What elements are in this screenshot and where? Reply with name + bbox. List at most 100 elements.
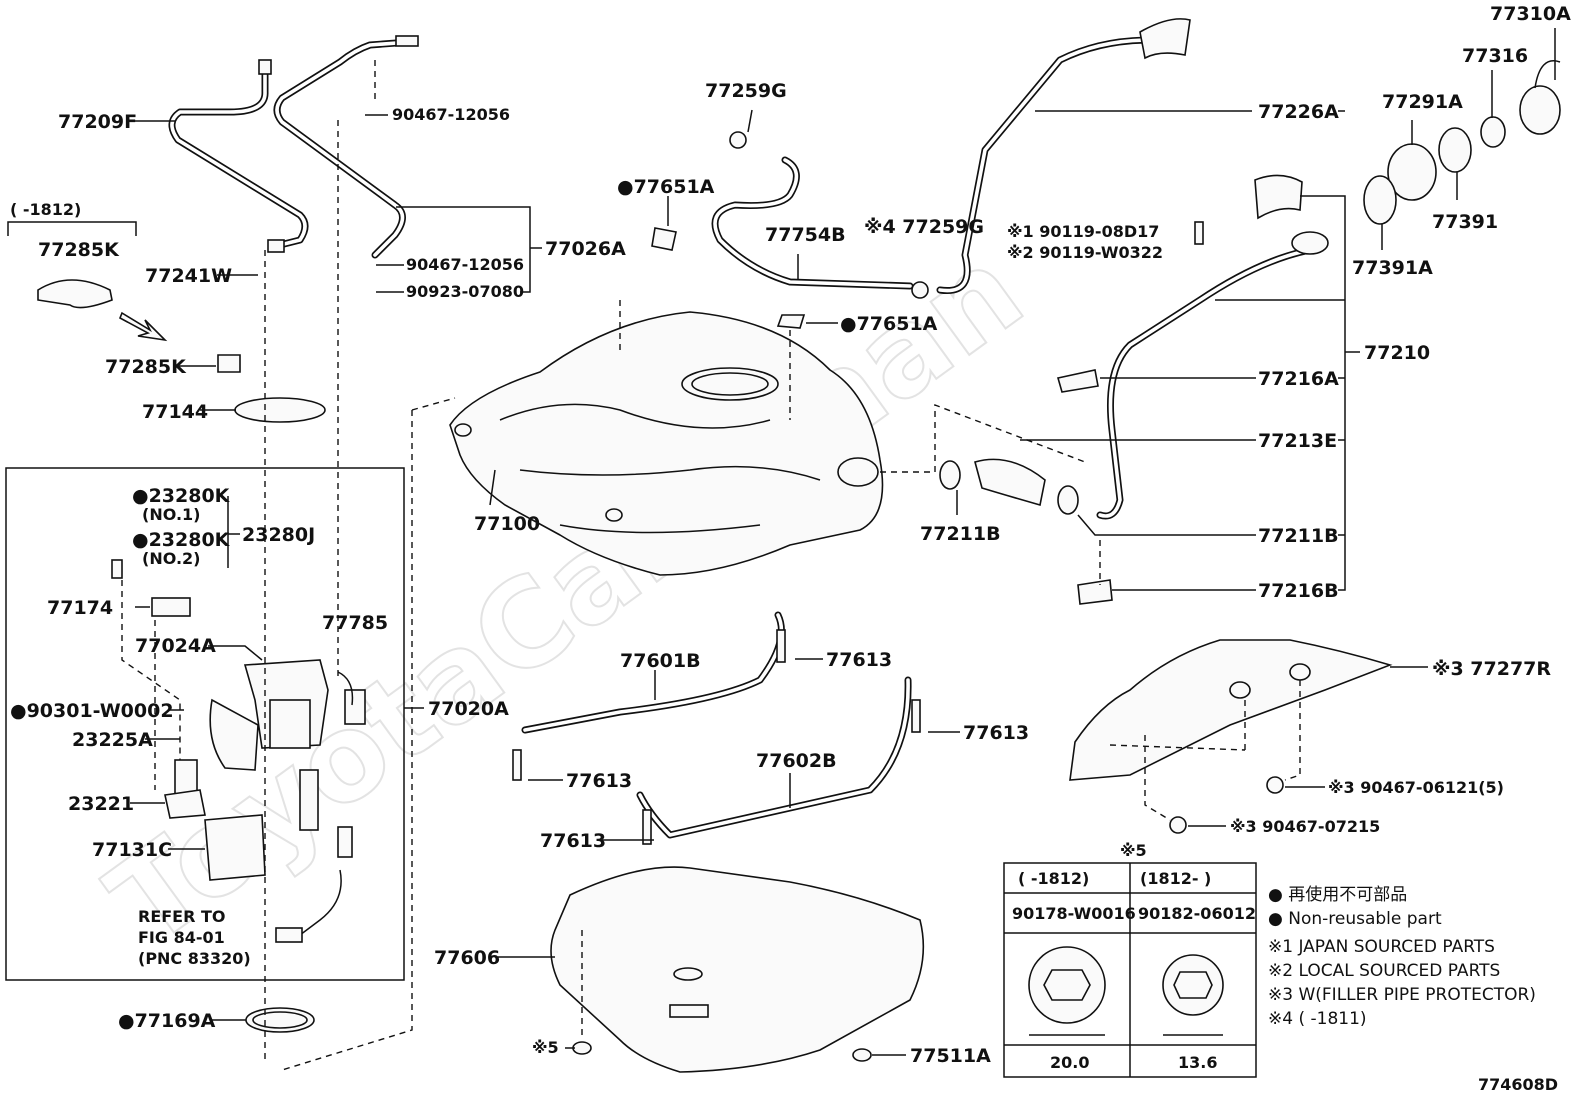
table-title: ※5 [1120,841,1147,860]
label-90923-07080: 90923-07080 [406,282,524,301]
legend-item-4: ※2 LOCAL SOURCED PARTS [1268,961,1500,981]
label-77613-b: 77613 [963,722,1029,744]
ring-77316 [1480,116,1506,148]
label-77651a-a: ●77651A [617,176,715,198]
label-90467-12056-b: 90467-12056 [406,255,524,274]
label-77259g-b: ※4 77259G [864,216,984,238]
label-fig-84-01: FIG 84-01 [138,928,225,947]
label-90301-w0002: ●90301-W0002 [10,700,174,722]
nut-s5 [572,1041,592,1055]
label-no1: (NO.1) [142,505,200,524]
protector-77216a [1056,369,1099,393]
label-77216b: 77216B [1258,580,1339,602]
label-77216a: 77216A [1258,368,1339,390]
filler-pipe-protector-77277r [1069,639,1393,781]
label-77391a: 77391A [1352,257,1433,279]
arrow-icon [118,311,168,342]
filler-hose-77213e [974,458,1046,507]
label-77211b-b: 77211B [1258,525,1339,547]
retainer-ring-77144 [234,397,326,423]
fastener-table: ※5 ( -1812) (1812- ) 90178-W0016 90182-0… [1003,841,1257,1078]
label-90467-07215: ※3 90467-07215 [1230,817,1380,836]
legend-item-6: ※4 ( -1811) [1268,1009,1367,1029]
label-77277r: ※3 77277R [1432,658,1551,680]
label-77754b: 77754B [765,224,846,246]
label-s5-small: ※5 [532,1038,559,1057]
label-77209f: 77209F [58,111,137,133]
diagram-id: 774608D [1478,1075,1558,1094]
label-77259g-a: 77259G [705,80,787,102]
label-77613-d: 77613 [540,830,606,852]
label-23280k-1: ●23280K [132,485,231,507]
legend-item-1: ● 再使用不可部品 [1268,884,1407,905]
label-23280k-2: ●23280K [132,529,231,551]
label-77285k-a: 77285K [38,239,120,261]
gasket-77391 [1438,127,1472,173]
label-77210: 77210 [1364,342,1430,364]
label-77226a: 77226A [1258,101,1339,123]
label-77144: 77144 [142,401,208,423]
clamp-77259g-upper [729,131,747,149]
filler-pipe-77210 [1096,231,1329,520]
label-77602b: 77602B [756,750,837,772]
label-77026a: 77026A [545,238,626,260]
gasket-77391a [1363,175,1397,225]
label-77601b: 77601B [620,650,701,672]
shield-upper [1254,174,1303,220]
label-90119-08d17: ※1 90119-08D17 [1007,222,1159,241]
label-77285k-b: 77285K [105,356,187,378]
label-77100: 77100 [474,513,540,535]
label-range-1812: ( -1812) [10,200,81,219]
label-77613-a: 77613 [826,649,892,671]
legend: ● 再使用不可部品 ● Non-reusable part ※1 JAPAN S… [1268,884,1536,1029]
cover-77285k [37,279,113,309]
table-col2-dim: 13.6 [1178,1053,1217,1072]
leader-lines [130,28,1556,1056]
cushion-77651a-lower [776,314,806,329]
label-90467-12056-a: 90467-12056 [392,105,510,124]
hose-clamp-77211b-a [939,460,961,490]
table-col1-part: 90178-W0016 [1012,904,1136,923]
fuel-pump-module-77024a [111,559,366,943]
legend-item-3: ※1 JAPAN SOURCED PARTS [1268,937,1495,957]
table-col2-range: (1812- ) [1140,869,1211,888]
label-77613-c: 77613 [566,770,632,792]
fuel-tank-77100 [449,311,884,576]
label-77651a-b: ●77651A [840,313,938,335]
clip-77216b [1077,579,1113,605]
label-bracket-77285k [7,221,137,236]
table-col1-dim: 20.0 [1050,1053,1089,1072]
label-pnc-83320: (PNC 83320) [138,949,251,968]
label-77310a: 77310A [1490,3,1571,25]
label-23221: 23221 [68,793,134,815]
label-77391: 77391 [1432,211,1498,233]
clip-90467-06121 [1266,776,1284,794]
label-77241w: 77241W [145,265,232,287]
label-23280j: 23280J [242,524,315,546]
strap-bolts-77613 [512,629,921,845]
pump-module-frame [5,467,405,981]
label-77213e: 77213E [1258,430,1337,452]
pump-gasket-inner [252,1011,308,1029]
hose-clamp-77211b-b [1057,485,1079,515]
label-90467-06121: ※3 90467-06121(5) [1328,778,1504,797]
table-col2-part: 90182-06012 [1138,904,1256,923]
clip-77285k [217,354,241,373]
breather-tube-77226a [936,18,1191,295]
label-23225a: 23225A [72,729,153,751]
part-labels: 77209F ( -1812) 77285K 77241W 77285K 771… [10,3,1571,1067]
tank-protector-77606 [550,866,925,1073]
label-77024a: 77024A [135,635,216,657]
vent-hose-77754b [711,156,914,290]
label-refer-to: REFER TO [138,907,226,926]
label-no2: (NO.2) [142,549,200,568]
clip-90467-07215 [1169,816,1187,834]
bolt-90119 [1194,221,1204,245]
label-77785: 77785 [322,612,388,634]
dashed-guides [121,60,1301,1071]
vent-tube-77026a [273,35,419,259]
label-90119-w0322: ※2 90119-W0322 [1007,243,1163,262]
vent-tube-77209f [168,59,309,253]
label-77131c: 77131C [92,839,172,861]
